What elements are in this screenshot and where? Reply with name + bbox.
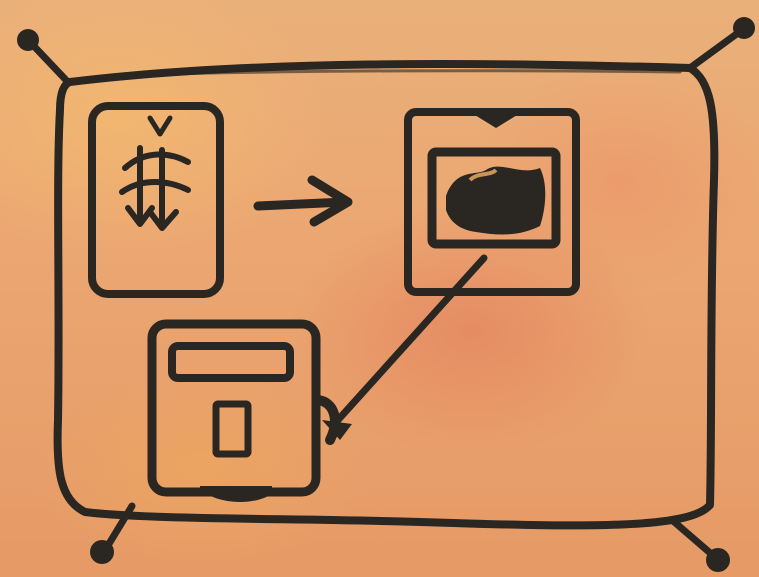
printer-icon	[152, 324, 335, 502]
photo-icon	[432, 152, 556, 244]
connector-line	[322, 258, 484, 440]
arrow-right-icon	[258, 180, 348, 222]
transfer-card	[92, 106, 220, 294]
photo-card	[408, 112, 576, 292]
swap-arrows-icon	[122, 118, 188, 228]
photo-card-tab	[470, 112, 522, 128]
pin-top-left-icon	[17, 29, 66, 80]
pin-bottom-right-icon	[672, 520, 730, 572]
pin-top-right-icon	[690, 17, 755, 68]
